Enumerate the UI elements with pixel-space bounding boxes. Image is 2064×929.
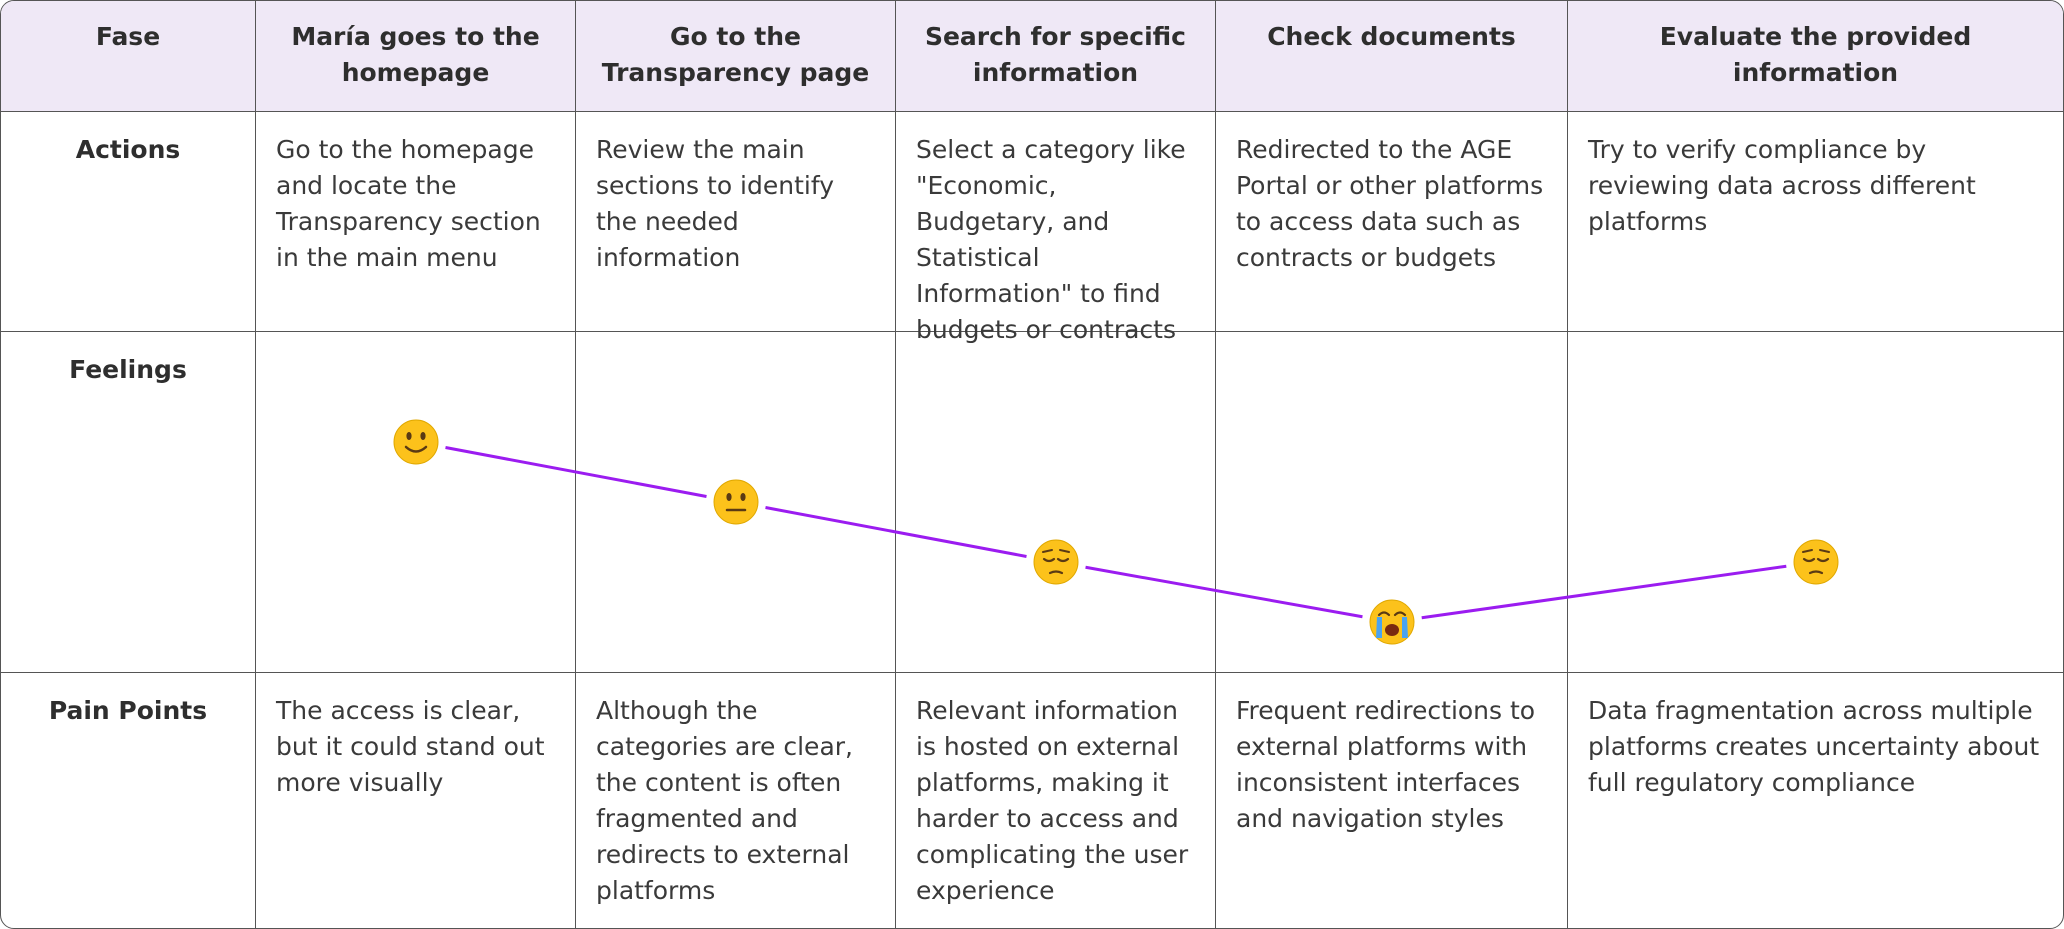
header-phase-3: Search for specific information	[896, 1, 1216, 112]
actions-cell-1: Go to the homepage and locate the Transp…	[256, 112, 576, 332]
header-phase-1: María goes to the homepage	[256, 1, 576, 112]
actions-cell-4: Redirected to the AGE Portal or other pl…	[1216, 112, 1568, 332]
pain-point-cell-2: Although the categories are clear, the c…	[576, 673, 896, 928]
feelings-cell-4	[1216, 332, 1568, 673]
header-phase-2: Go to the Transparency page	[576, 1, 896, 112]
pain-point-cell-3: Relevant information is hosted on extern…	[896, 673, 1216, 928]
pain-point-cell-1: The access is clear, but it could stand …	[256, 673, 576, 928]
feelings-cell-5	[1568, 332, 2063, 673]
header-phase-5: Evaluate the provided information	[1568, 1, 2063, 112]
actions-cell-2: Review the main sections to identify the…	[576, 112, 896, 332]
feelings-cell-3	[896, 332, 1216, 673]
actions-cell-3: Select a category like "Economic, Budget…	[896, 112, 1216, 344]
header-phase-4: Check documents	[1216, 1, 1568, 112]
actions-cell-5: Try to verify compliance by reviewing da…	[1568, 112, 2063, 332]
pain-point-cell-5: Data fragmentation across multiple platf…	[1588, 696, 2040, 797]
feelings-cell-1	[256, 332, 576, 673]
row-label-feelings: Feelings	[1, 332, 256, 673]
feelings-cell-2	[576, 332, 896, 673]
row-label-pain-points: Pain Points	[1, 673, 256, 928]
header-fase: Fase	[1, 1, 256, 112]
row-label-actions: Actions	[1, 112, 256, 332]
pain-point-cell-4: Frequent redirections to external platfo…	[1216, 673, 1568, 928]
